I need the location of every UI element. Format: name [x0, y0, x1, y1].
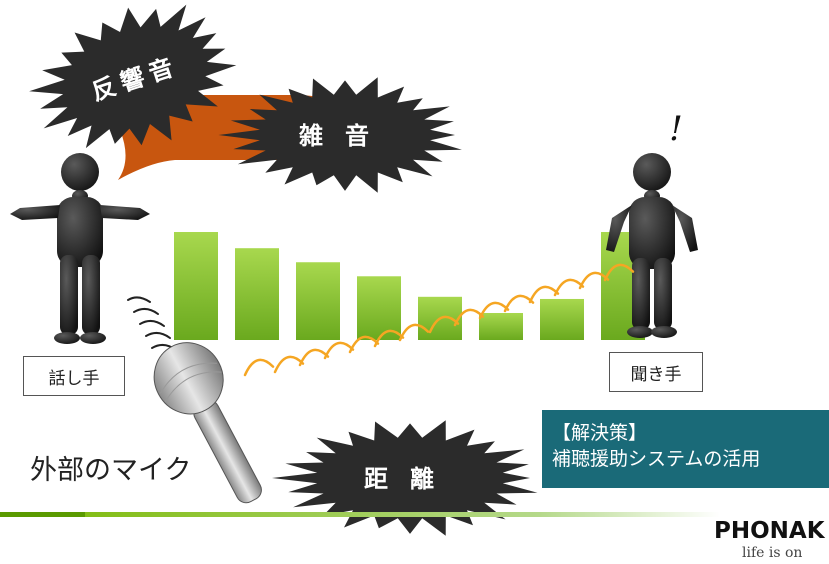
noise-burst: 雑音 — [218, 77, 462, 193]
sound-waves — [243, 263, 635, 377]
sound-wave-arc — [298, 348, 330, 367]
brand-logo: PHONAK life is on — [710, 518, 829, 564]
solution-box: 【解決策】 補聴援助システムの活用 — [542, 410, 829, 488]
listener-figure — [606, 153, 698, 338]
signal-level-bars — [174, 232, 645, 340]
speaker-label: 話し手 — [23, 356, 125, 396]
listener-label: 聞き手 — [609, 352, 703, 392]
brand-name: PHONAK — [714, 518, 825, 544]
sound-wave-arc — [528, 285, 560, 304]
reverb-burst: 反響音 — [29, 4, 237, 149]
footer-line-accent — [0, 512, 85, 517]
sound-wave-arc — [503, 294, 535, 313]
sound-wave-arc — [478, 301, 510, 320]
sound-wave-arc — [553, 278, 585, 297]
solution-heading: 【解決策】 — [552, 422, 648, 444]
solution-text: 補聴援助システムの活用 — [552, 448, 761, 470]
burst-shape — [218, 77, 462, 193]
sound-wave-arc — [273, 355, 305, 374]
burst-label: 距離 — [364, 465, 456, 493]
mic-pickup-arcs — [127, 296, 177, 351]
microphone-icon — [153, 342, 262, 504]
signal-bar — [174, 232, 218, 340]
sound-wave-arc — [348, 335, 380, 354]
signal-bar — [296, 262, 340, 340]
sound-wave-arc — [398, 323, 430, 342]
burst-shape — [29, 4, 237, 149]
signal-bar — [479, 313, 523, 340]
burst-shape — [272, 420, 538, 536]
footer-line — [0, 512, 720, 517]
sound-wave-arc — [243, 358, 275, 377]
sound-wave-arc — [453, 308, 485, 327]
exclamation-mark: ! — [669, 109, 683, 149]
sound-wave-arc — [323, 341, 355, 360]
signal-bar — [540, 298, 584, 340]
burst-label: 雑音 — [298, 122, 391, 150]
sound-wave-arc — [373, 329, 405, 348]
distance-burst: 距離 — [272, 420, 538, 536]
sound-wave-arc — [428, 315, 460, 334]
microphone-caption: 外部のマイク — [30, 455, 192, 486]
brand-tagline: life is on — [742, 545, 803, 561]
signal-bar — [235, 248, 279, 340]
signal-bar — [357, 276, 401, 340]
speaker-figure — [10, 153, 150, 344]
sound-wave-arc — [603, 263, 635, 282]
